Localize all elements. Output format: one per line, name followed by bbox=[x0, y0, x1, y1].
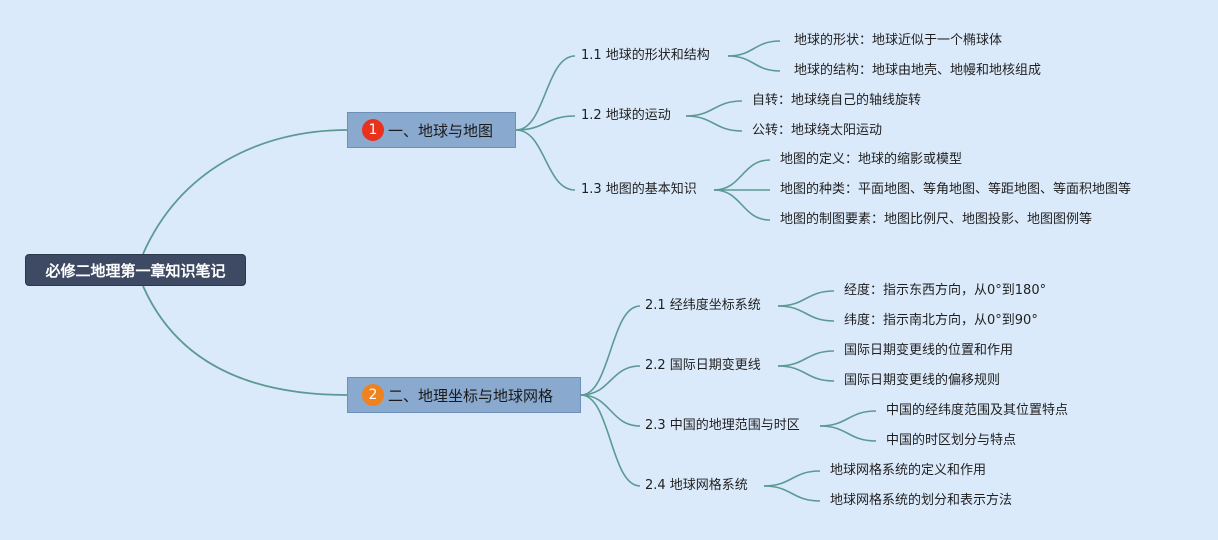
subtopic-1-3-a[interactable]: 地图的定义：地球的缩影或模型 bbox=[780, 152, 963, 167]
subtopic-1-1-b[interactable]: 地球的结构：地球由地壳、地幔和地核组成 bbox=[794, 63, 1042, 78]
link-b2-t3 bbox=[580, 394, 641, 427]
branch-label: 一、地球与地图 bbox=[388, 121, 494, 140]
link-b1-t3 bbox=[515, 129, 576, 191]
subtopic-1-3-b[interactable]: 地图的种类：平面地图、等角地图、等距地图、等面积地图等 bbox=[780, 182, 1132, 197]
topic-2-1[interactable]: 2.1 经纬度坐标系统 bbox=[645, 298, 761, 313]
subtopic-2-4-b[interactable]: 地球网格系统的划分和表示方法 bbox=[830, 493, 1013, 508]
link-b1-t1 bbox=[515, 55, 576, 131]
subtopic-2-1-b[interactable]: 纬度：指示南北方向，从0°到90° bbox=[844, 313, 1038, 328]
link-t13-c bbox=[713, 189, 771, 221]
topic-2-3[interactable]: 2.3 中国的地理范围与时区 bbox=[645, 418, 800, 433]
topic-1-2[interactable]: 1.2 地球的运动 bbox=[581, 108, 671, 123]
number-badge-1-icon: 1 bbox=[362, 119, 384, 141]
link-b1-t2 bbox=[515, 115, 576, 131]
link-root-branch-1 bbox=[142, 129, 348, 255]
branch-label: 二、地理坐标与地球网格 bbox=[388, 386, 554, 405]
topic-1-1[interactable]: 1.1 地球的形状和结构 bbox=[581, 48, 710, 63]
branch-node-coordinates-and-grid[interactable]: 2 二、地理坐标与地球网格 bbox=[347, 377, 581, 413]
subtopic-2-2-b[interactable]: 国际日期变更线的偏移规则 bbox=[844, 373, 1001, 388]
topic-1-3[interactable]: 1.3 地图的基本知识 bbox=[581, 182, 697, 197]
link-t21-b bbox=[777, 305, 835, 322]
topic-2-4[interactable]: 2.4 地球网格系统 bbox=[645, 478, 748, 493]
root-label: 必修二地理第一章知识笔记 bbox=[45, 261, 226, 280]
link-t11-a bbox=[727, 40, 781, 57]
link-t11-b bbox=[727, 55, 781, 72]
link-t22-a bbox=[777, 350, 835, 367]
link-t22-b bbox=[777, 365, 835, 382]
topic-2-2[interactable]: 2.2 国际日期变更线 bbox=[645, 358, 761, 373]
link-t13-a bbox=[713, 159, 771, 191]
subtopic-2-2-a[interactable]: 国际日期变更线的位置和作用 bbox=[844, 343, 1014, 358]
link-b2-t2 bbox=[580, 365, 641, 396]
link-t12-a bbox=[685, 100, 743, 117]
root-node[interactable]: 必修二地理第一章知识笔记 bbox=[25, 254, 246, 286]
subtopic-1-3-c[interactable]: 地图的制图要素：地图比例尺、地图投影、地图图例等 bbox=[780, 212, 1093, 227]
link-b2-t1 bbox=[580, 305, 641, 396]
subtopic-2-4-a[interactable]: 地球网格系统的定义和作用 bbox=[830, 463, 987, 478]
link-t23-a bbox=[819, 410, 877, 427]
link-b2-t4 bbox=[580, 394, 641, 487]
number-badge-2-icon: 2 bbox=[362, 384, 384, 406]
link-root-branch-2 bbox=[142, 285, 348, 396]
link-t21-a bbox=[777, 290, 835, 307]
link-t24-b bbox=[763, 485, 821, 502]
link-t24-a bbox=[763, 470, 821, 487]
subtopic-1-2-a[interactable]: 自转：地球绕自己的轴线旋转 bbox=[752, 93, 922, 108]
link-t12-b bbox=[685, 115, 743, 132]
subtopic-2-3-b[interactable]: 中国的时区划分与特点 bbox=[886, 433, 1017, 448]
subtopic-2-3-a[interactable]: 中国的经纬度范围及其位置特点 bbox=[886, 403, 1069, 418]
subtopic-2-1-a[interactable]: 经度：指示东西方向，从0°到180° bbox=[844, 283, 1047, 298]
link-t23-b bbox=[819, 425, 877, 442]
branch-node-earth-and-map[interactable]: 1 一、地球与地图 bbox=[347, 112, 516, 148]
subtopic-1-1-a[interactable]: 地球的形状：地球近似于一个椭球体 bbox=[794, 33, 1003, 48]
subtopic-1-2-b[interactable]: 公转：地球绕太阳运动 bbox=[752, 123, 883, 138]
